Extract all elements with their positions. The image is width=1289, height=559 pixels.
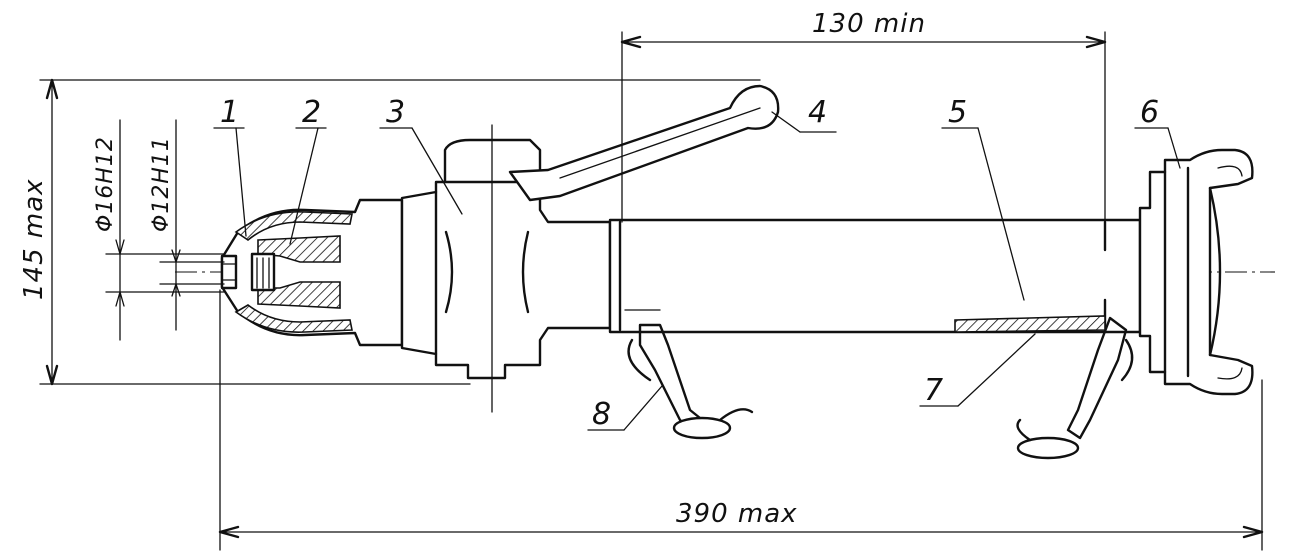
nozzle-tip bbox=[220, 198, 404, 347]
callout-1: 1 bbox=[220, 95, 239, 130]
strap-clip-left bbox=[627, 323, 754, 440]
coupling-head bbox=[1138, 148, 1254, 396]
dimension-label-145-max: 145 max bbox=[19, 178, 49, 300]
dimension-label-390-max: 390 max bbox=[676, 499, 798, 529]
dimension-diameters bbox=[105, 119, 225, 341]
callout-6: 6 bbox=[1140, 95, 1159, 130]
callout-leaders bbox=[213, 111, 1181, 431]
callout-2: 2 bbox=[302, 95, 321, 130]
callout-7: 7 bbox=[924, 373, 943, 408]
dimension-bottom bbox=[218, 289, 1264, 551]
dimension-top bbox=[620, 31, 1107, 223]
callout-5: 5 bbox=[948, 95, 967, 130]
lever-handle bbox=[508, 84, 780, 202]
callout-4: 4 bbox=[808, 95, 827, 130]
dimension-label-phi16: Φ16H12 bbox=[93, 136, 118, 232]
callout-3: 3 bbox=[386, 95, 405, 130]
callout-8: 8 bbox=[592, 397, 611, 432]
dimension-label-130-min: 130 min bbox=[812, 9, 926, 39]
strap-clip-right bbox=[1016, 316, 1134, 460]
dimension-left bbox=[39, 78, 761, 386]
barrel-pipe bbox=[608, 218, 1142, 334]
dimension-label-phi12: Φ12H11 bbox=[149, 136, 174, 232]
nozzle-insert bbox=[250, 235, 341, 309]
